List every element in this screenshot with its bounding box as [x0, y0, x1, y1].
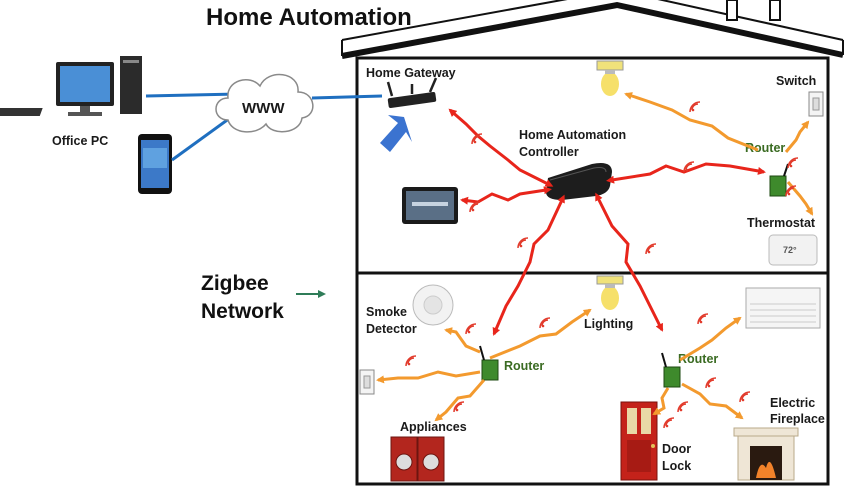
gateway-router-icon: [386, 77, 438, 109]
link-router-ac: [679, 316, 742, 362]
wired-link-pc-cloud: [145, 92, 239, 98]
thermostat-display: 72°: [783, 245, 797, 255]
zigbee-router-icon: [479, 345, 499, 381]
wifi-signal-icon: [405, 101, 799, 429]
link-router-thermostat: [786, 181, 814, 216]
link-router-switch-lower: [376, 370, 481, 384]
controller-label-line2: Controller: [519, 145, 579, 159]
smoke-label-line2: Detector: [366, 322, 417, 336]
zigbee-label-line2: Network: [201, 300, 284, 323]
tablet-icon: [402, 187, 458, 224]
link-router-smoke: [444, 327, 481, 354]
pointer-arrow-icon: [380, 115, 412, 152]
house-outline: [341, 0, 844, 486]
desktop-pc-icon: [0, 56, 142, 116]
link-controller-gateway: [448, 108, 554, 187]
link-router-door: [652, 387, 670, 416]
door-label-line2: Lock: [662, 459, 691, 473]
appliances-label: Appliances: [400, 420, 467, 434]
switch-label: Switch: [776, 74, 816, 88]
fireplace-icon: [733, 427, 799, 481]
wireless-links: [376, 92, 814, 422]
router-label-top: Router: [745, 141, 785, 155]
link-controller-router-right: [595, 192, 664, 332]
washer-dryer-icon: [390, 436, 445, 482]
thermostat-icon: 72°: [768, 234, 818, 266]
zigbee-router-icon: [661, 352, 681, 388]
office-pc-label: Office PC: [52, 134, 108, 148]
smoke-label-line1: Smoke: [366, 305, 407, 319]
diagram-title: Home Automation: [206, 4, 412, 31]
router-label-left: Router: [504, 359, 544, 373]
thermostat-label: Thermostat: [747, 216, 816, 230]
door-icon: [620, 401, 658, 481]
link-router-appliances: [434, 379, 486, 422]
zigbee-router-icon: [769, 163, 789, 197]
link-router-light-top: [624, 92, 759, 152]
lighting-label: Lighting: [584, 317, 633, 331]
controller-label-line1: Home Automation: [519, 128, 626, 142]
door-label-line1: Door: [662, 442, 691, 456]
wired-link-cloud-gateway: [311, 94, 383, 100]
wall-switch-icon: [359, 369, 375, 395]
chimney: [726, 0, 738, 21]
light-bulb-icon: [596, 275, 624, 310]
link-controller-tablet: [460, 186, 552, 205]
link-router-fireplace: [681, 382, 744, 420]
home-gateway-label: Home Gateway: [366, 66, 456, 80]
fireplace-label-line1: Electric: [770, 396, 815, 410]
smartphone-icon: [138, 134, 172, 194]
air-conditioner-icon: [745, 287, 821, 329]
fireplace-label-line2: Fireplace: [770, 412, 825, 426]
wall-switch-icon: [808, 91, 824, 117]
light-bulb-icon: [596, 60, 624, 96]
hub-controller-icon: [546, 163, 612, 200]
smoke-detector-icon: [412, 284, 454, 326]
link-controller-router-left: [492, 194, 565, 336]
wired-link-phone-cloud: [171, 116, 231, 162]
link-router-switch: [784, 120, 810, 153]
zigbee-pointer-arrow: [296, 290, 326, 298]
cloud-icon: [215, 73, 314, 133]
zigbee-label-line1: Zigbee: [201, 272, 269, 295]
link-router-lighting: [489, 308, 592, 360]
www-label: WWW: [242, 100, 285, 117]
